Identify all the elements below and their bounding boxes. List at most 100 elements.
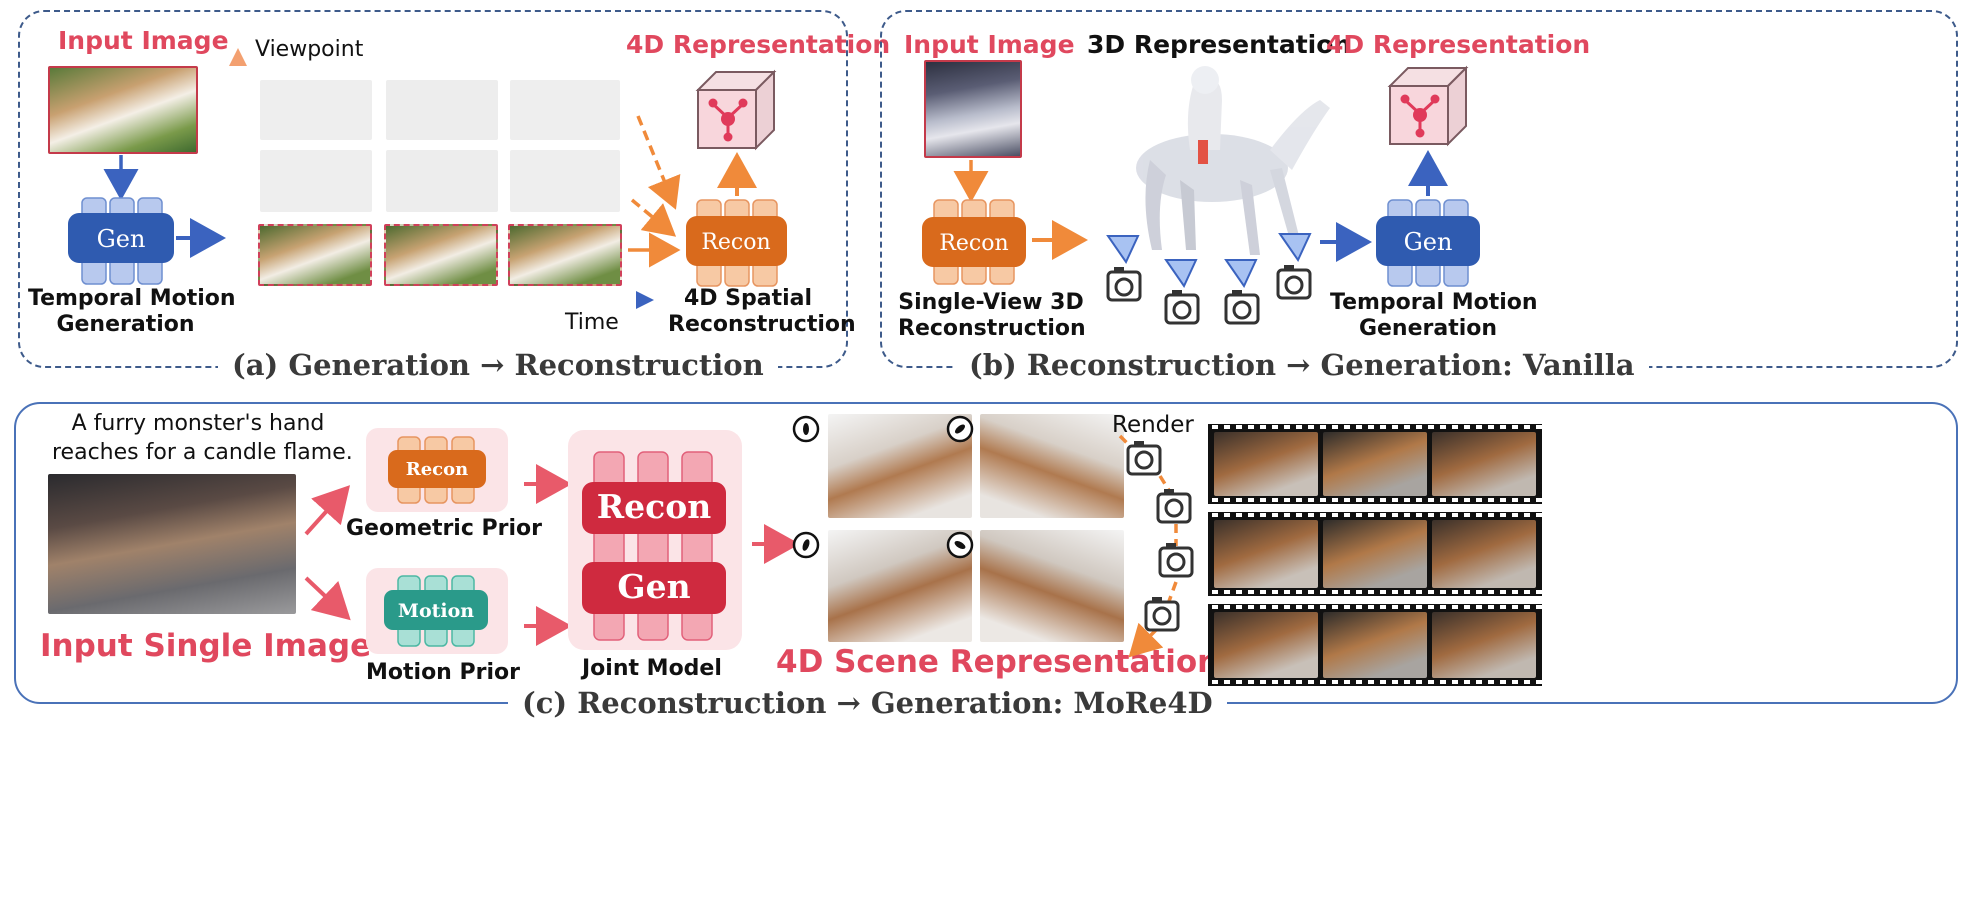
film-sprocket-hole (1476, 590, 1482, 594)
film-sprocket-hole (1488, 605, 1494, 609)
panel-a-axis-x-label: Time (565, 310, 619, 335)
panel-c-camera-icon (1126, 441, 1162, 476)
panel-b-recon-caption: Single-View 3D Reconstruction (898, 290, 1086, 343)
panel-a-gen-caption-line1: Temporal Motion (28, 286, 236, 311)
film-sprocket-hole (1512, 680, 1518, 684)
panel-a-gen-caption: Temporal Motion Generation (28, 286, 236, 339)
film-sprocket-hole (1332, 680, 1338, 684)
panel-c-joint-model-block: Recon Gen (568, 430, 742, 650)
film-sprocket-hole (1392, 605, 1398, 609)
film-sprocket-hole (1464, 513, 1470, 517)
film-sprocket-hole (1536, 680, 1542, 684)
film-sprocket-hole (1476, 605, 1482, 609)
film-sprocket-hole (1272, 680, 1278, 684)
film-sprocket-hole (1320, 425, 1326, 429)
panel-c-film-frame (1214, 432, 1318, 496)
film-sprocket-hole (1356, 680, 1362, 684)
film-sprocket-hole (1212, 425, 1218, 429)
film-sprocket-hole (1308, 680, 1314, 684)
film-sprocket-hole (1248, 590, 1254, 594)
panel-a-recon-caption-line2: Reconstruction (668, 312, 856, 338)
film-sprocket-hole (1296, 513, 1302, 517)
film-sprocket-hole (1476, 425, 1482, 429)
film-sprocket-hole (1476, 680, 1482, 684)
film-sprocket-hole (1536, 513, 1542, 517)
film-sprocket-hole (1440, 498, 1446, 502)
film-sprocket-hole (1284, 605, 1290, 609)
film-sprocket-hole (1524, 425, 1530, 429)
film-sprocket-hole (1284, 680, 1290, 684)
panel-c-film-frame (1323, 520, 1427, 588)
film-sprocket-hole (1440, 590, 1446, 594)
film-sprocket-hole (1488, 513, 1494, 517)
film-sprocket-hole (1368, 425, 1374, 429)
film-sprocket-hole (1524, 680, 1530, 684)
film-sprocket-hole (1224, 498, 1230, 502)
film-sprocket-hole (1236, 513, 1242, 517)
panel-a-frame-faded (510, 150, 620, 212)
film-sprocket-hole (1524, 590, 1530, 594)
film-sprocket-hole (1332, 605, 1338, 609)
film-sprocket-hole (1440, 680, 1446, 684)
film-sprocket-hole (1356, 605, 1362, 609)
film-sprocket-hole (1416, 425, 1422, 429)
film-sprocket-hole (1428, 513, 1434, 517)
film-sprocket-hole (1260, 498, 1266, 502)
film-sprocket-hole (1416, 498, 1422, 502)
film-sprocket-hole (1284, 590, 1290, 594)
film-sprocket-hole (1212, 605, 1218, 609)
film-sprocket-hole (1464, 680, 1470, 684)
film-sprocket-hole (1308, 425, 1314, 429)
panel-b-recon-caption-line1: Single-View 3D (898, 290, 1084, 315)
film-sprocket-hole (1380, 513, 1386, 517)
panel-b-camera-icon (1106, 235, 1142, 302)
panel-c-render-view (980, 530, 1124, 642)
panel-c-arrow-to-motion (304, 576, 351, 621)
panel-a-arrow-dashed (630, 198, 677, 237)
film-sprocket-hole (1296, 498, 1302, 502)
film-sprocket-hole (1332, 498, 1338, 502)
film-sprocket-hole (1260, 605, 1266, 609)
panel-c-film-frame (1432, 432, 1536, 496)
panel-a-gen-caption-line2: Generation (56, 312, 195, 338)
film-sprocket-hole (1524, 605, 1530, 609)
panel-b-recon-caption-line2: Reconstruction (898, 316, 1086, 342)
panel-b-4d-cube-icon (1387, 65, 1469, 147)
film-sprocket-hole (1536, 498, 1542, 502)
panel-c-joint-gen-label: Gen (617, 567, 690, 606)
panel-a-input-image (48, 66, 198, 154)
film-sprocket-hole (1452, 425, 1458, 429)
film-sprocket-hole (1224, 513, 1230, 517)
film-sprocket-hole (1212, 513, 1218, 517)
film-sprocket-hole (1392, 498, 1398, 502)
film-sprocket-hole (1296, 425, 1302, 429)
film-sprocket-hole (1404, 425, 1410, 429)
film-sprocket-hole (1308, 590, 1314, 594)
film-sprocket-hole (1248, 498, 1254, 502)
film-sprocket-hole (1404, 590, 1410, 594)
panel-b-gen-block: Gen (1376, 199, 1480, 287)
film-sprocket-hole (1488, 425, 1494, 429)
film-sprocket-hole (1248, 605, 1254, 609)
panel-a-viewpoint-axis (229, 48, 247, 318)
film-sprocket-hole (1476, 498, 1482, 502)
panel-b-mid-title: 3D Representation (1087, 30, 1352, 59)
film-sprocket-hole (1236, 590, 1242, 594)
panel-c-geo-recon-label: Recon (406, 459, 468, 480)
panel-c-film-sprockets (1212, 425, 1542, 684)
panel-c-geo-caption: Geometric Prior (346, 516, 543, 541)
film-sprocket-hole (1428, 425, 1434, 429)
film-sprocket-hole (1248, 425, 1254, 429)
film-sprocket-hole (1500, 498, 1506, 502)
panel-b-recon-label: Recon (939, 231, 1008, 256)
panel-c-joint-caption: Joint Model (582, 656, 722, 681)
film-sprocket-hole (1380, 498, 1386, 502)
film-sprocket-hole (1428, 590, 1434, 594)
panel-a-frame-faded (386, 150, 498, 212)
film-sprocket-hole (1464, 425, 1470, 429)
panel-c-film-frame (1214, 612, 1318, 678)
film-sprocket-hole (1344, 590, 1350, 594)
film-sprocket-hole (1428, 605, 1434, 609)
film-sprocket-hole (1392, 680, 1398, 684)
panel-b-camera-icon (1276, 233, 1312, 300)
